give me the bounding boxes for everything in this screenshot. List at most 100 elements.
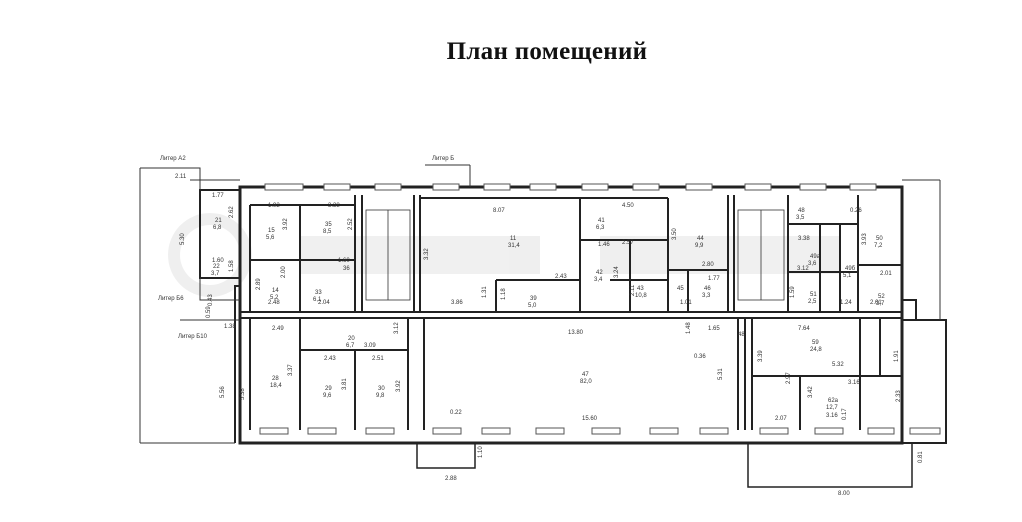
dimension-label: 1.77	[708, 276, 720, 282]
litera-label: Литер Б	[432, 156, 454, 162]
room-area: 5,2	[270, 295, 279, 301]
room-area: 3,6	[808, 261, 817, 267]
dimension-label: 2.49	[272, 326, 284, 332]
dimension-label: 3.81	[342, 378, 348, 390]
plan-title: План помещений	[446, 38, 648, 65]
room-area: 18,4	[270, 383, 282, 389]
dimension-label: 0.43	[208, 294, 214, 306]
dimension-label: 3.92	[396, 380, 402, 392]
dimension-label: 0.59	[206, 306, 212, 318]
dimension-label: 1.91	[894, 350, 900, 362]
dimension-label: 1.59	[790, 286, 796, 298]
dimension-label: 3.50	[672, 228, 678, 240]
room-area: 3,5	[796, 215, 805, 221]
room-area: 82,0	[580, 379, 592, 385]
dimension-label: 2.01	[880, 271, 892, 277]
dimension-label: 0.81	[918, 451, 924, 463]
dimension-label: 2.61	[870, 300, 882, 306]
litera-label: Литер Б10	[178, 334, 208, 340]
dimension-label: 3.38	[328, 203, 340, 209]
dimension-label: 2.80	[702, 262, 714, 268]
dimension-label: 3.92	[283, 218, 289, 230]
dimension-label: 3.12	[394, 322, 400, 334]
dimension-label: 2.62	[229, 206, 235, 218]
interior-walls	[240, 195, 902, 430]
dimension-label: 2.52	[348, 218, 354, 230]
dimension-label: 3.39	[758, 350, 764, 362]
room-area: 6,3	[596, 225, 605, 231]
dimension-label: 2.43	[555, 274, 567, 280]
room-number: 29	[325, 386, 332, 392]
room-area: 5,1	[843, 273, 852, 279]
dimension-label: 3.16	[848, 380, 860, 386]
dimension-label: 1.77	[212, 193, 224, 199]
dimension-label: 13.80	[568, 330, 584, 336]
dimension-label: 2.51	[372, 356, 384, 362]
dimension-label: 2.89	[256, 278, 262, 290]
room-area: 5,0	[528, 303, 537, 309]
room-number: 36	[343, 266, 350, 272]
room-area: 31,4	[508, 243, 520, 249]
dimension-label: 3.42	[808, 386, 814, 398]
dimension-label: 2.07	[775, 416, 787, 422]
room-area: 9,9	[695, 243, 704, 249]
room-area: 9,6	[323, 393, 332, 399]
room-number: 28	[272, 376, 279, 382]
room-number: 14	[272, 288, 279, 294]
room-number: 52	[878, 294, 885, 300]
dimension-label: 8.00	[838, 491, 850, 497]
dimension-label: 2.48	[268, 300, 280, 306]
dimension-label: 3.32	[424, 248, 430, 260]
room-area: 8,5	[323, 229, 332, 235]
litera-label: Литер Б6	[158, 296, 184, 302]
staircases	[365, 209, 785, 301]
room-number: 11	[510, 236, 517, 242]
dimension-label: 0.36	[694, 354, 706, 360]
room-number: 48	[798, 208, 805, 214]
dimension-label: 2.11	[630, 284, 636, 296]
room-number: 15	[268, 228, 275, 234]
dimension-label: 1.38	[224, 324, 236, 330]
adjacent-building-lines	[139, 164, 941, 444]
dimension-label: 3.37	[288, 364, 294, 376]
dimension-label: 3.93	[862, 233, 868, 245]
room-number: 51	[810, 292, 817, 298]
room-number: 43	[637, 286, 644, 292]
dimension-label: 1.31	[482, 286, 488, 298]
room-number: 49б	[845, 266, 856, 272]
room-number: 46	[704, 286, 711, 292]
dimension-label: 8.07	[493, 208, 505, 214]
room-number: 21	[215, 218, 222, 224]
dimension-label: 4.50	[622, 203, 634, 209]
room-area: 9,8	[376, 393, 385, 399]
room-number: 47	[582, 372, 589, 378]
room-area: 3,4	[594, 277, 603, 283]
dimension-label: 3.86	[451, 300, 463, 306]
dimension-label: 2.04	[318, 300, 330, 306]
room-number: 33	[315, 290, 322, 296]
dimension-label: 3.24	[614, 266, 620, 278]
room-area: 24,8	[810, 347, 822, 353]
windows	[259, 183, 941, 435]
dimension-label: 1.92	[268, 203, 280, 209]
room-number: 62а	[828, 398, 839, 404]
room-area: 3,7	[876, 301, 885, 307]
dimension-label: 2.97	[786, 372, 792, 384]
room-area: 3,3	[702, 293, 711, 299]
dimension-label: 0.17	[842, 408, 848, 420]
dimension-label: 1.60	[338, 258, 350, 264]
room-number: 39	[530, 296, 537, 302]
dimension-label: 1.46	[598, 242, 610, 248]
room-area: 10,8	[635, 293, 647, 299]
dimension-label: 1.01	[680, 300, 692, 306]
room-area: 7,2	[874, 243, 883, 249]
dimension-label: 5.31	[718, 368, 724, 380]
dimension-label: 5.56	[220, 386, 226, 398]
room-area: 12,7	[826, 405, 838, 411]
room-area: 5,6	[266, 235, 275, 241]
room-number: 35	[325, 222, 332, 228]
dimension-label: 1.24	[840, 300, 852, 306]
room-number: 22	[213, 264, 220, 270]
